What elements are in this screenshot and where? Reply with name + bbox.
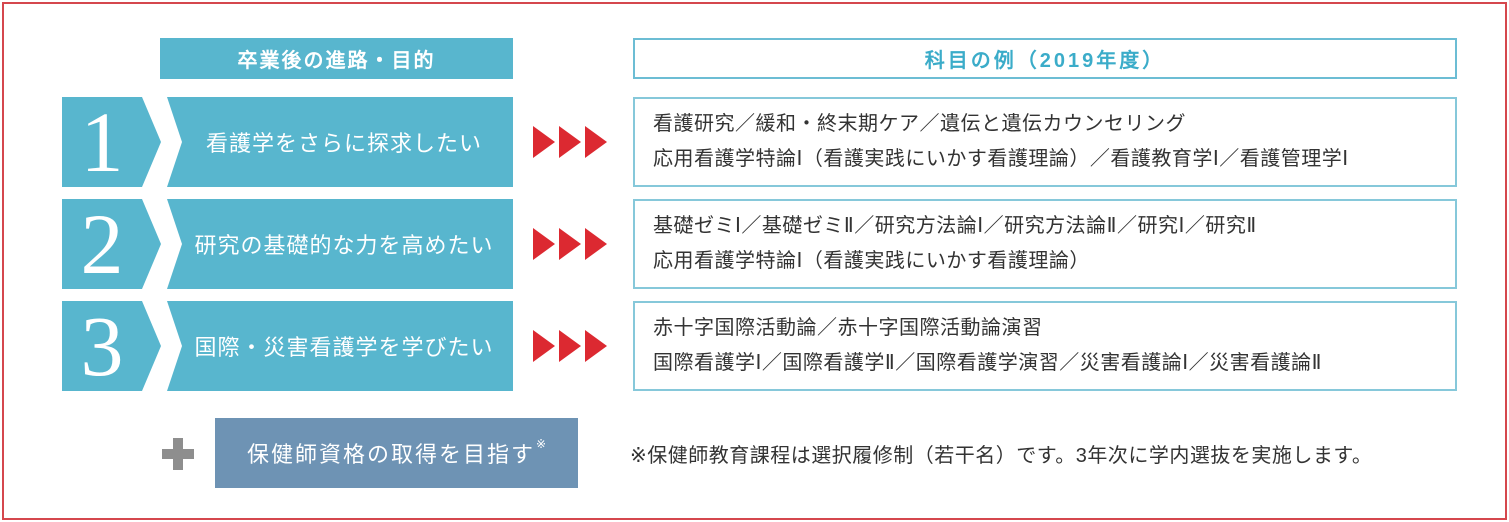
subject-line: 国際看護学Ⅰ／国際看護学Ⅱ／国際看護学演習／災害看護論Ⅰ／災害看護論Ⅱ: [653, 352, 1322, 374]
triple-arrow-icon: [533, 228, 611, 260]
arrow-right-icon: [533, 330, 555, 362]
subject-line: 応用看護学特論Ⅰ（看護実践にいかす看護理論）／看護教育学Ⅰ／看護管理学Ⅰ: [653, 148, 1349, 170]
arrow-right-icon: [533, 126, 555, 158]
step-number-badge-2: 2: [62, 199, 161, 289]
arrow-right-icon: [533, 228, 555, 260]
column-header-paths: 卒業後の進路・目的: [160, 38, 513, 79]
subjects-box-3: 赤十字国際活動論／赤十字国際活動論演習 国際看護学Ⅰ／国際看護学Ⅱ／国際看護学演…: [633, 301, 1457, 391]
subjects-box-2: 基礎ゼミⅠ／基礎ゼミⅡ／研究方法論Ⅰ／研究方法論Ⅱ／研究Ⅰ／研究Ⅱ 応用看護学特…: [633, 199, 1457, 289]
health-nurse-goal-box: 保健師資格の取得を目指す※: [215, 418, 578, 488]
triple-arrow-icon: [533, 330, 611, 362]
step-number-1: 1: [80, 94, 124, 190]
subjects-box-1: 看護研究／緩和・終末期ケア／遺伝と遺伝カウンセリング 応用看護学特論Ⅰ（看護実践…: [633, 97, 1457, 187]
health-nurse-goal-text: 保健師資格の取得を目指す: [246, 442, 535, 467]
path-row-2: 2 研究の基礎的な力を高めたい 基礎ゼミⅠ／基礎ゼミⅡ／研究方法論Ⅰ／研究方法論…: [0, 199, 1509, 289]
subject-line: 看護研究／緩和・終末期ケア／遺伝と遺伝カウンセリング: [653, 113, 1186, 135]
goal-label-1: 看護学をさらに探求したい: [167, 97, 513, 187]
triple-arrow-icon: [533, 126, 611, 158]
plus-icon: [162, 438, 194, 470]
goal-text-1: 看護学をさらに探求したい: [205, 131, 482, 156]
reference-mark: ※: [535, 437, 547, 451]
goal-label-2: 研究の基礎的な力を高めたい: [167, 199, 513, 289]
path-row-1: 1 看護学をさらに探求したい 看護研究／緩和・終末期ケア／遺伝と遺伝カウンセリン…: [0, 97, 1509, 187]
step-number-badge-1: 1: [62, 97, 161, 187]
footnote-text: ※保健師教育課程は選択履修制（若干名）です。3年次に学内選抜を実施します。: [630, 444, 1373, 467]
subject-line: 応用看護学特論Ⅰ（看護実践にいかす看護理論）: [653, 250, 1090, 272]
step-number-badge-3: 3: [62, 301, 161, 391]
footnote: ※保健師教育課程は選択履修制（若干名）です。3年次に学内選抜を実施します。: [630, 418, 1372, 488]
column-header-paths-label: 卒業後の進路・目的: [237, 50, 436, 72]
subject-line: 赤十字国際活動論／赤十字国際活動論演習: [653, 317, 1043, 339]
path-row-3: 3 国際・災害看護学を学びたい 赤十字国際活動論／赤十字国際活動論演習 国際看護…: [0, 301, 1509, 391]
arrow-right-icon: [585, 126, 607, 158]
step-number-2: 2: [80, 196, 124, 292]
arrow-right-icon: [585, 330, 607, 362]
goal-text-3: 国際・災害看護学を学びたい: [194, 335, 494, 360]
arrow-right-icon: [559, 126, 581, 158]
step-number-3: 3: [80, 298, 124, 394]
subject-line: 基礎ゼミⅠ／基礎ゼミⅡ／研究方法論Ⅰ／研究方法論Ⅱ／研究Ⅰ／研究Ⅱ: [653, 215, 1257, 237]
goal-label-3: 国際・災害看護学を学びたい: [167, 301, 513, 391]
arrow-right-icon: [585, 228, 607, 260]
column-header-subjects: 科目の例（2019年度）: [633, 38, 1457, 79]
arrow-right-icon: [559, 330, 581, 362]
arrow-right-icon: [559, 228, 581, 260]
goal-text-2: 研究の基礎的な力を高めたい: [194, 233, 494, 258]
column-header-subjects-label: 科目の例（2019年度）: [924, 50, 1166, 72]
